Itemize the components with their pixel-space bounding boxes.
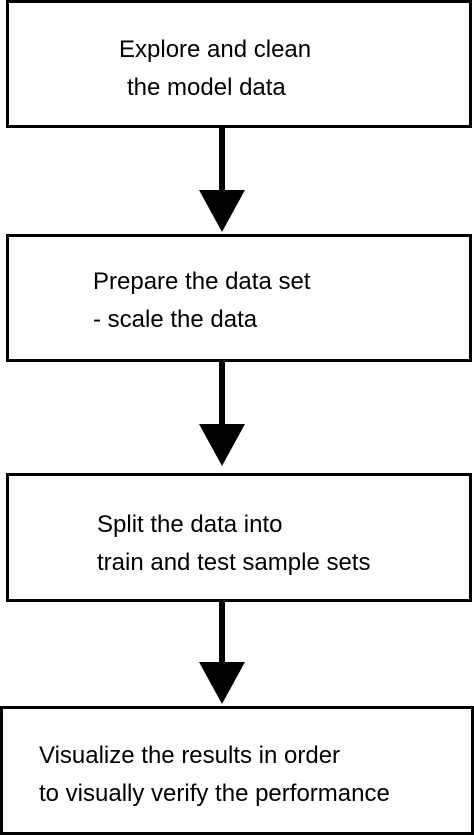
flow-step-line: train and test sample sets bbox=[97, 549, 371, 576]
arrow-down-icon bbox=[199, 128, 245, 232]
flow-step-prepare-scale: Prepare the data set - scale the data bbox=[6, 234, 472, 362]
flow-step-visualize-results: Visualize the results in order to visual… bbox=[0, 706, 474, 835]
flow-step-line: Split the data into bbox=[97, 511, 283, 538]
flow-step-line: Explore and clean bbox=[119, 36, 312, 63]
flow-step-text: Prepare the data set - scale the data bbox=[93, 263, 310, 339]
arrow-down-icon bbox=[199, 362, 245, 466]
arrow-down-icon bbox=[199, 602, 245, 704]
flow-step-split-data: Split the data into train and test sampl… bbox=[6, 473, 472, 602]
flow-step-text: Visualize the results in order to visual… bbox=[39, 737, 390, 813]
flow-step-text: Explore and clean the model data bbox=[119, 31, 311, 107]
flow-step-line: to visually verify the performance bbox=[39, 780, 390, 807]
flow-step-explore-clean: Explore and clean the model data bbox=[6, 0, 472, 128]
flow-step-line: Visualize the results in order bbox=[39, 742, 341, 769]
flow-step-line: the model data bbox=[127, 74, 286, 101]
flow-step-line: - scale the data bbox=[93, 306, 258, 333]
flow-step-text: Split the data into train and test sampl… bbox=[97, 506, 370, 582]
flow-step-line: Prepare the data set bbox=[93, 268, 311, 295]
